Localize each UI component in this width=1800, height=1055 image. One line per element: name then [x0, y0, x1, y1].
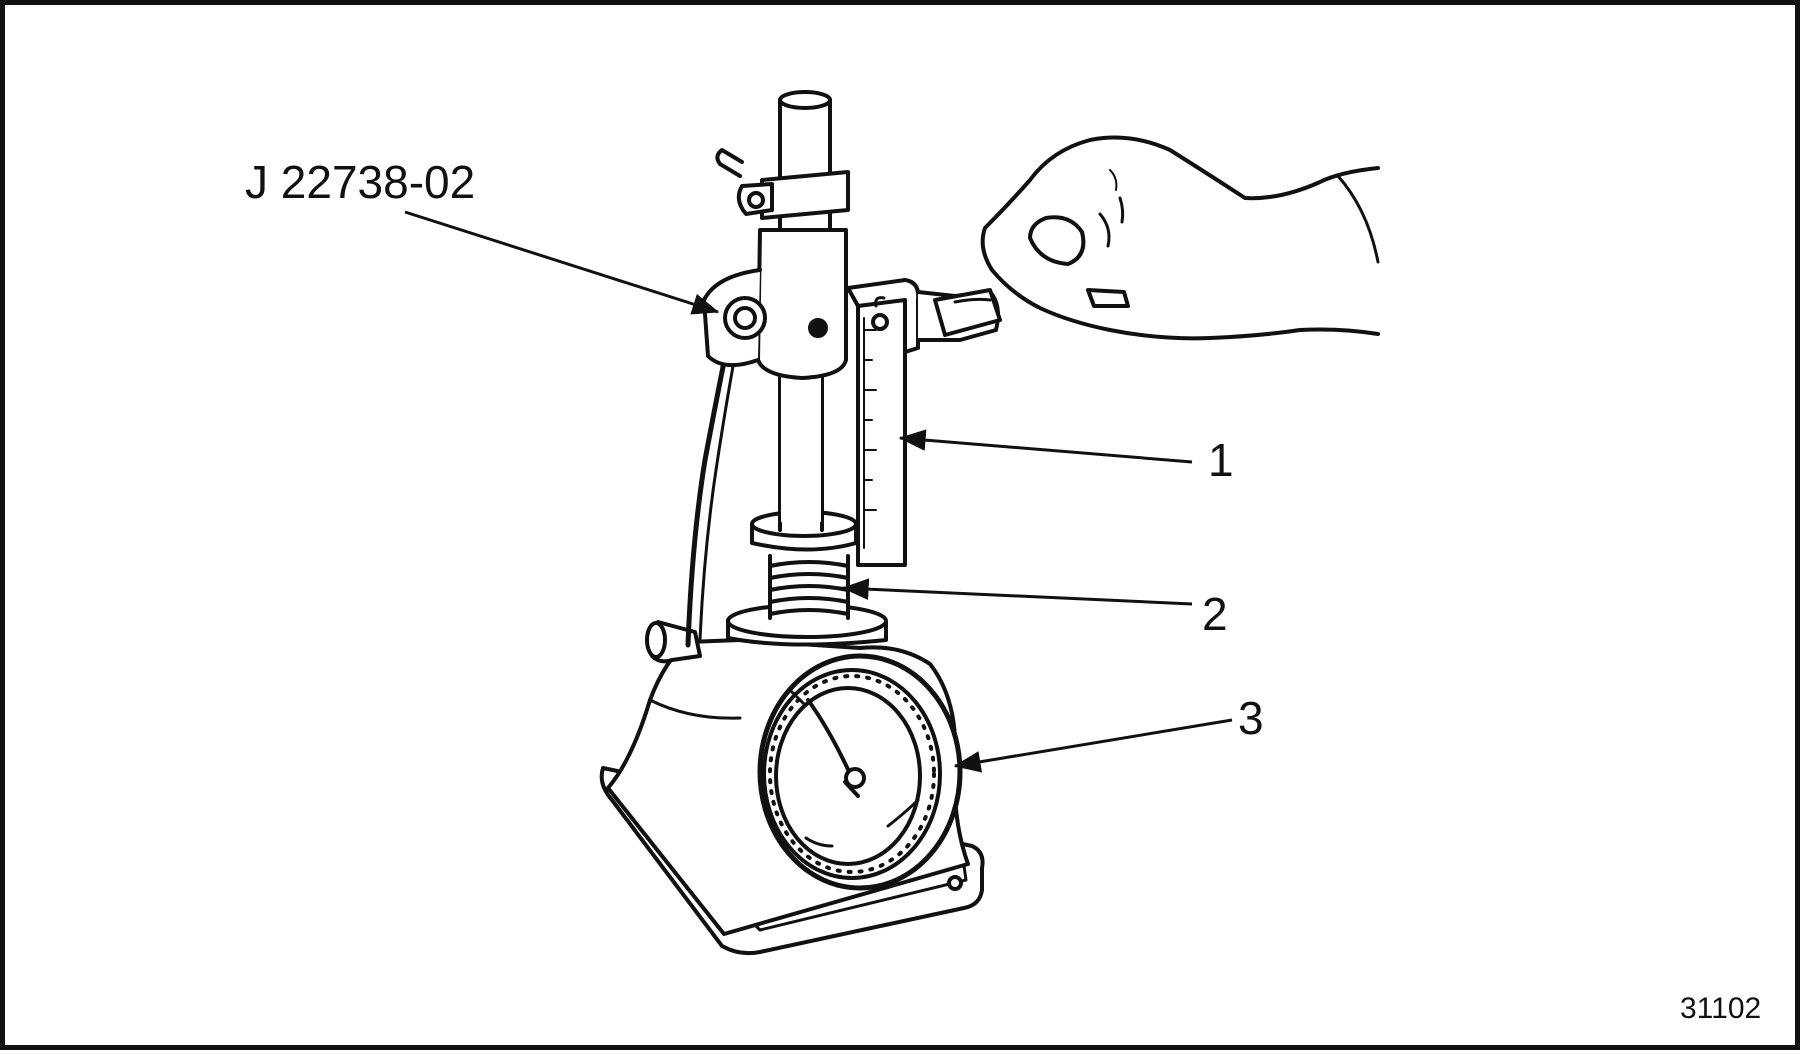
- operator-hand: [980, 135, 1380, 341]
- tool-number-label: J 22738-02: [245, 156, 475, 208]
- leader-3: [953, 718, 1233, 773]
- operating-handle: [933, 288, 1002, 337]
- callout-1: 1: [1208, 434, 1234, 486]
- tester-head: [702, 228, 848, 380]
- pressure-gauge: [757, 653, 963, 891]
- spring-tester-drawing: [599, 90, 1380, 956]
- leader-1: [898, 429, 1193, 464]
- spring: [768, 554, 850, 620]
- leader-tool: [404, 210, 720, 315]
- top-shaft: [715, 90, 850, 232]
- figure-number: 31102: [1680, 992, 1761, 1025]
- leader-lines: [404, 210, 1233, 773]
- plunger-shaft: [778, 370, 824, 532]
- leader-2: [841, 578, 1193, 606]
- height-scale: [856, 294, 907, 567]
- callout-3: 3: [1238, 692, 1264, 744]
- callout-2: 2: [1202, 588, 1228, 640]
